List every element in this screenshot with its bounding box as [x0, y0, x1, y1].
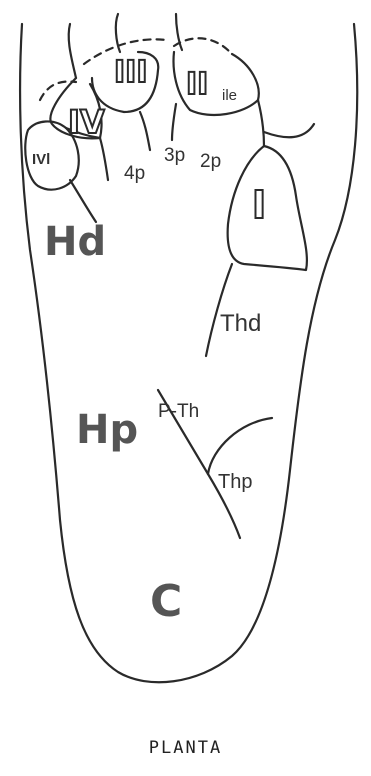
toe-4-label: IV	[68, 106, 105, 138]
pad-line-3	[140, 112, 150, 150]
hp-label: Hp	[76, 410, 138, 450]
p-th-label: P-Th	[158, 402, 199, 421]
pad-2p-label: 2p	[200, 152, 221, 171]
toe-4-lateral-label: IVl	[32, 152, 50, 167]
pad-4p-label: 4p	[124, 164, 145, 183]
toe-1-link	[258, 100, 264, 146]
pad-line-4	[100, 138, 108, 180]
caption: PLANTA	[0, 738, 371, 758]
hd-label: Hd	[44, 222, 106, 262]
toe-1-label: I	[252, 186, 266, 224]
toe-3-label: III	[114, 58, 148, 88]
toe-2-sub-label: ile	[222, 88, 237, 103]
pad-3p-label: 3p	[164, 146, 185, 165]
pad-line-2	[172, 104, 176, 140]
hd-line	[70, 180, 96, 222]
thp-arc	[208, 418, 272, 474]
thp-label: Thp	[218, 472, 252, 492]
toe-tip-4	[69, 24, 76, 78]
toe-1-outline	[228, 146, 307, 270]
thd-label: Thd	[220, 312, 261, 336]
c-label: C	[150, 580, 182, 624]
toe-2-label: II	[186, 70, 208, 100]
toe-1-branch	[264, 124, 314, 137]
